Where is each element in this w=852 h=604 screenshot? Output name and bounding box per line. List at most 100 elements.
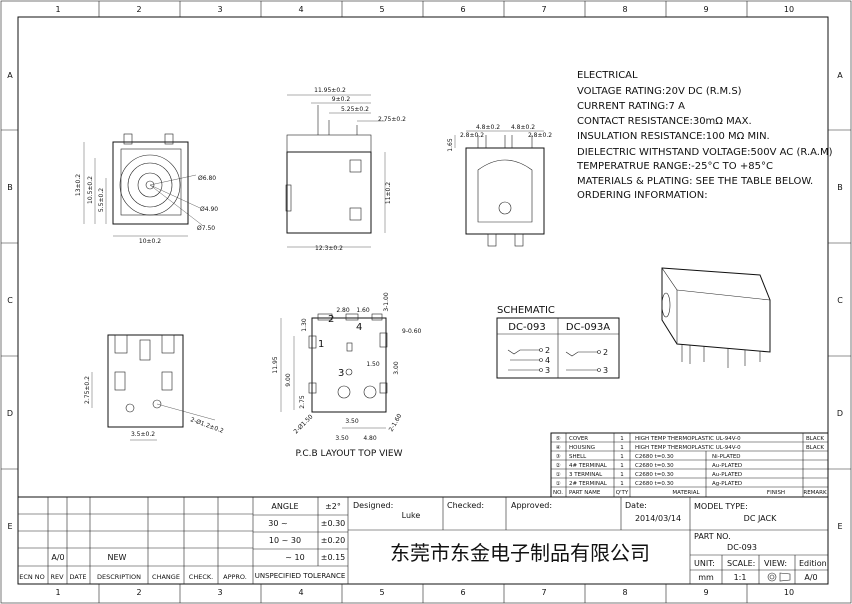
bom-cell: Ag-PLATED	[712, 481, 742, 487]
spec-line: ORDERING INFORMATION:	[577, 190, 708, 201]
schematic-col-label: DC-093	[508, 322, 545, 333]
col-label: 4	[298, 5, 303, 14]
bom-cell: ④	[556, 445, 561, 451]
edition-label: Edition:	[799, 559, 829, 568]
bom-cell: Ni-PLATED	[712, 454, 741, 460]
dim-label: 9.00	[285, 373, 292, 387]
inner-border	[17, 16, 829, 585]
col-label: 3	[217, 588, 222, 597]
unspecified-tolerance: UNSPECIFIED TOLERANCE	[255, 572, 346, 580]
tol-value: ±0.15	[321, 553, 346, 562]
dim-label: 2.75	[299, 395, 306, 409]
dim-label: 3.00	[393, 361, 400, 375]
dim-label: 1.50	[366, 361, 380, 368]
dim-label: 5.5±0.2	[98, 188, 105, 212]
bom-header: NO.	[553, 490, 563, 496]
row-label: A	[837, 71, 843, 80]
designer-name: Luke	[402, 511, 421, 520]
spec-line: VOLTAGE RATING:20V DC (R.M.S)	[577, 86, 742, 97]
scale-label: SCALE:	[727, 559, 755, 568]
col-label: 1	[55, 5, 60, 14]
col-label: 2	[136, 588, 141, 597]
dim-label: 2-Ø1.50	[292, 413, 314, 435]
col-label: 4	[298, 588, 303, 597]
bom-table	[550, 432, 829, 498]
scale-value: 1:1	[734, 573, 747, 582]
schematic	[496, 317, 620, 379]
designed-label: Designed:	[353, 501, 393, 510]
bom-cell: HOUSING	[569, 445, 595, 451]
pin-label: 3	[603, 366, 608, 375]
dim-label: 3.50	[345, 418, 359, 425]
dim-label: 2-1.60	[388, 413, 404, 433]
bom-cell: BLACK	[806, 436, 824, 442]
dim-label: 1.60	[356, 307, 370, 314]
dim-label: 2.75±0.2	[378, 116, 406, 123]
bom-cell: Au-PLATED	[712, 463, 742, 469]
pcb-layout-view	[280, 313, 388, 429]
pin-label: 2	[603, 348, 608, 357]
dim-label: 2.8±0.2	[460, 132, 484, 139]
bom-cell: 1	[620, 454, 624, 460]
bom-header: Q'TY	[616, 490, 629, 496]
bom-cell: 1	[620, 436, 624, 442]
dim-label: 3-1.00	[383, 292, 390, 312]
rev-header: ECN NO	[19, 573, 45, 581]
row-label: D	[7, 409, 13, 418]
bottom-view	[91, 334, 216, 441]
bom-cell: HIGH TEMP THERMOPLASTIC UL-94V-0	[635, 445, 741, 451]
angle-label: ANGLE	[271, 502, 298, 511]
col-label: 7	[541, 588, 546, 597]
bom-cell: C2680 t=0.30	[635, 481, 674, 487]
dim-label: 9-0.60	[402, 328, 422, 335]
schematic-title: SCHEMATIC	[497, 305, 555, 316]
col-label: 8	[622, 5, 627, 14]
side-view	[285, 94, 386, 248]
spec-line: CONTACT RESISTANCE:30mΩ MAX.	[577, 116, 752, 127]
bom-cell: 2# TERMINAL	[569, 481, 608, 487]
col-label: 9	[703, 588, 708, 597]
row-label: A	[7, 71, 13, 80]
rev-header: CHANGE	[152, 573, 180, 581]
col-label: 2	[136, 5, 141, 14]
rev-description: NEW	[108, 553, 127, 562]
pcb-pin-label: 1	[318, 339, 324, 350]
part-label: PART NO.	[694, 532, 731, 541]
tol-range: ~ 10	[285, 553, 304, 562]
dim-label: 5.25±0.2	[341, 106, 369, 113]
spec-line: CURRENT RATING:7 A	[577, 101, 685, 112]
model-value: DC JACK	[744, 514, 777, 523]
projection-icon	[767, 572, 791, 582]
bom-cell: 1	[620, 463, 624, 469]
col-label: 8	[622, 588, 627, 597]
dim-label: Ø4.90	[200, 206, 218, 213]
spec-line: TEMPERATRUE RANGE:-25°C TO +85°C	[576, 161, 773, 172]
bom-cell: COVER	[569, 436, 588, 442]
col-label: 6	[460, 588, 465, 597]
col-label: 10	[784, 588, 794, 597]
tol-value: ±0.30	[321, 519, 346, 528]
rev-header: REV	[50, 573, 64, 581]
unit-value: mm	[698, 573, 714, 582]
dim-label: 2-Ø1.2±0.2	[189, 416, 224, 435]
dim-label: 10±0.2	[139, 238, 161, 245]
pin-label: 4	[545, 356, 550, 365]
bom-cell: ①	[556, 472, 561, 478]
unit-label: UNIT:	[694, 559, 715, 568]
row-label: C	[837, 296, 843, 305]
bom-cell: ②	[556, 462, 561, 469]
pin-label: 2	[545, 346, 550, 355]
dim-label: Ø6.80	[198, 175, 216, 182]
dim-label: 2.8±0.2	[528, 132, 552, 139]
dim-label: 11±0.2	[385, 182, 392, 204]
approved-label: Approved:	[511, 501, 552, 510]
view-label: VIEW:	[764, 559, 787, 568]
row-label: E	[7, 522, 12, 531]
dim-label: 10.5±0.2	[87, 176, 94, 204]
date-label: Date:	[625, 501, 647, 510]
tol-range: 30 ~	[268, 519, 287, 528]
dim-label: 9±0.2	[332, 96, 351, 103]
bom-cell: BLACK	[806, 445, 824, 451]
